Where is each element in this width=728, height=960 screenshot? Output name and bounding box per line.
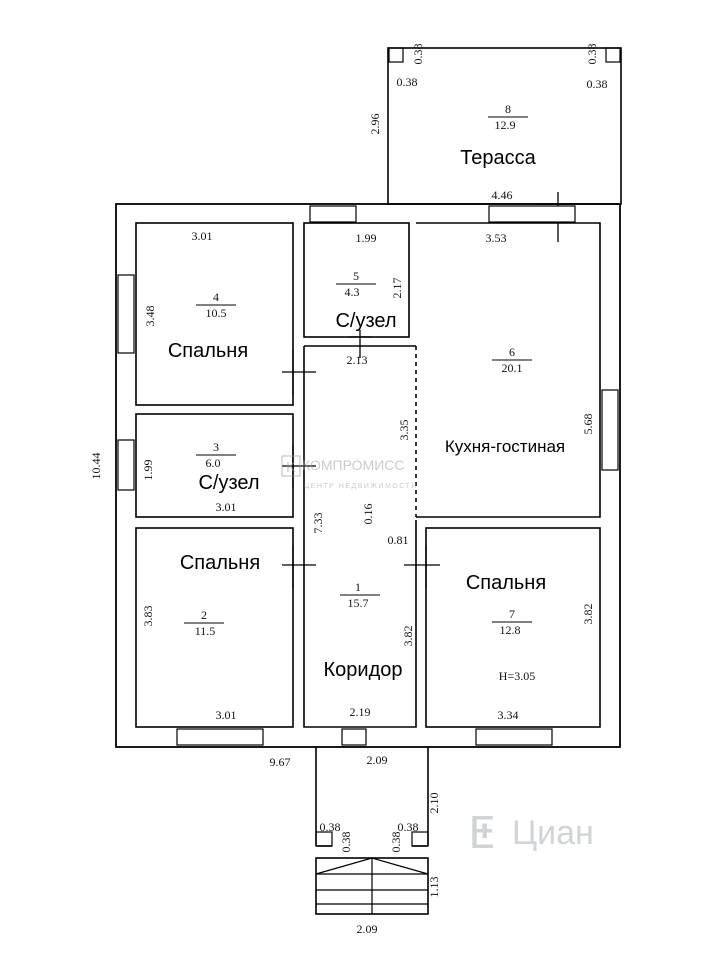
- dim-terrace-corner-tr-h: 0.38: [587, 77, 608, 91]
- agency-watermark: K КОМПРОМИСС ЦЕНТР НЕДВИЖИМОСТИ: [281, 455, 418, 490]
- dim-corridor-top-width: 2.13: [347, 353, 368, 367]
- dimensions-vertical: 0.38 0.38 2.96 3.48 2.17 3.35 5.68 10.44…: [89, 44, 599, 898]
- room-area-bedroom-c: 12.8: [500, 623, 521, 637]
- dim-house-depth: 10.44: [89, 453, 103, 480]
- room-number-bedroom-c: 7: [509, 607, 515, 621]
- room-area-bedroom-b: 11.5: [195, 624, 216, 638]
- dim-bedroom-b-width: 3.01: [216, 708, 237, 722]
- room-names: Терасса Спальня С/узел Кухня-гостиная С/…: [168, 147, 565, 683]
- room-area-bedroom-a: 10.5: [206, 306, 227, 320]
- door-marks: [282, 330, 440, 588]
- dim-wc-top-depth: 2.17: [390, 278, 404, 299]
- room-number-kitchen: 6: [509, 345, 515, 359]
- dim-stairs-depth: 1.13: [427, 877, 441, 898]
- room-label-bedroom-b: Спальня: [180, 552, 260, 574]
- room-number-bedroom-b: 2: [201, 608, 207, 622]
- dim-wc-mid-width: 3.01: [216, 500, 237, 514]
- dim-porch-corner-r-h: 0.38: [398, 820, 419, 834]
- dim-porch-corner-l-v: 0.38: [339, 832, 353, 853]
- dim-corridor-bottom-width: 2.19: [350, 705, 371, 719]
- room-label-terrace: Терасса: [460, 147, 536, 169]
- ceiling-height: H=3.05: [499, 669, 535, 683]
- dim-kitchen-step: 0.81: [388, 533, 409, 547]
- room-numbers: 8 12.9 4 10.5 5 4.3 6 20.1 3 6.0 2 11.5 …: [195, 102, 523, 638]
- room-label-bedroom-a: Спальня: [168, 340, 248, 362]
- dim-wc-mid-depth: 1.99: [141, 460, 155, 481]
- agency-tagline: ЦЕНТР НЕДВИЖИМОСТИ: [304, 483, 418, 490]
- dim-wc-top-width: 1.99: [356, 231, 377, 245]
- room-area-corridor: 15.7: [348, 596, 369, 610]
- dim-house-width: 9.67: [270, 755, 291, 769]
- room-label-bedroom-c: Спальня: [466, 572, 546, 594]
- outer-walls: [115, 203, 621, 748]
- area-underlines: [184, 116, 532, 624]
- dim-bedroom-b-depth: 3.83: [141, 606, 155, 627]
- room-number-wc-mid: 3: [213, 440, 219, 454]
- stairs: [315, 857, 429, 914]
- room-number-wc-top: 5: [353, 269, 359, 283]
- room-area-terrace: 12.9: [495, 118, 516, 132]
- room-area-wc-top: 4.3: [345, 285, 360, 299]
- dim-porch-corner-r-v: 0.38: [389, 832, 403, 853]
- portal-logo-icon: ⵟ: [468, 809, 495, 858]
- dimensions-horizontal: 0.38 0.38 4.46 3.01 1.99 3.53 2.13 3.01 …: [192, 75, 608, 936]
- windows: [117, 205, 619, 746]
- room-label-wc-mid: С/узел: [198, 472, 259, 494]
- dim-corridor-right: 3.82: [401, 626, 415, 647]
- room-label-wc-top: С/узел: [335, 310, 396, 332]
- room-number-bedroom-a: 4: [213, 290, 219, 304]
- dim-kitchen-depth: 5.68: [581, 414, 595, 435]
- dim-kitchen-width: 3.53: [486, 231, 507, 245]
- room-area-wc-mid: 6.0: [206, 456, 221, 470]
- dim-corridor-depth: 7.33: [311, 513, 325, 534]
- dim-terrace-corner-tl-v: 0.38: [411, 44, 425, 65]
- portal-name: Циан: [512, 814, 594, 852]
- room-label-kitchen: Кухня-гостиная: [445, 437, 565, 456]
- dim-wall-offset: 0.16: [361, 504, 375, 525]
- dim-bedroom-c-width: 3.34: [498, 708, 519, 722]
- dim-terrace-corner-tl-h: 0.38: [397, 75, 418, 89]
- dim-stairs-width: 2.09: [357, 922, 378, 936]
- dim-terrace-width: 4.46: [492, 188, 513, 202]
- dim-porch-width: 2.09: [367, 753, 388, 767]
- dim-terrace-corner-tr-v: 0.38: [585, 44, 599, 65]
- room-label-corridor: Коридор: [324, 659, 403, 681]
- portal-watermark: ⵟ Циан: [468, 809, 594, 858]
- room-number-terrace: 8: [505, 102, 511, 116]
- agency-name: КОМПРОМИСС: [302, 457, 404, 473]
- dim-terrace-depth: 2.96: [368, 114, 382, 135]
- room-area-kitchen: 20.1: [502, 361, 523, 375]
- agency-logo-icon: [281, 455, 301, 477]
- dim-bedroom-a-depth: 3.48: [143, 306, 157, 327]
- dim-bedroom-c-depth: 3.82: [581, 604, 595, 625]
- dim-porch-corner-l-h: 0.38: [320, 820, 341, 834]
- agency-logo-letter: K: [286, 459, 296, 476]
- dim-corridor-split: 3.35: [397, 420, 411, 441]
- room-number-corridor: 1: [355, 580, 361, 594]
- dim-bedroom-a-width: 3.01: [192, 229, 213, 243]
- dim-porch-depth: 2.10: [427, 793, 441, 814]
